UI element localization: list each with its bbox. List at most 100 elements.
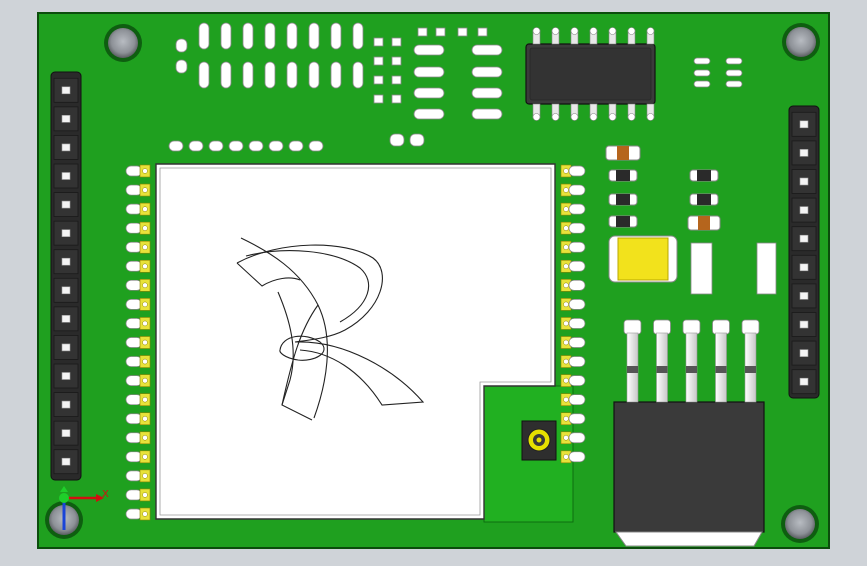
coordinate-triad: X [59, 486, 109, 530]
oval-pad [330, 61, 342, 89]
oval-pad [330, 22, 342, 50]
oval-pad [286, 61, 298, 89]
module-pad [125, 240, 151, 254]
header-pin [53, 192, 79, 217]
pad-pair [389, 133, 425, 147]
module-pad [125, 221, 151, 235]
header-pin [791, 312, 817, 337]
header-pin [53, 277, 79, 303]
module-pad [560, 317, 586, 330]
header-pin [791, 283, 817, 309]
regulator-lead [623, 319, 642, 403]
header-pin [791, 169, 817, 194]
oval-pad [352, 61, 364, 89]
module-pad [560, 183, 586, 197]
module-pad [125, 507, 151, 521]
ufl-connector [521, 420, 557, 461]
header-pin [791, 140, 817, 166]
ic-pin [532, 27, 541, 45]
oval-pad [220, 22, 232, 50]
module-pad [125, 317, 151, 330]
mounting-hole [104, 24, 142, 62]
smd-diode [608, 193, 638, 206]
oval-pad [286, 22, 298, 50]
module-pad [125, 412, 151, 426]
header-pin [791, 226, 817, 252]
axis-x-label: X [102, 489, 109, 500]
pad-row-above-module [168, 140, 324, 152]
module-pad [560, 374, 586, 387]
header-pin [53, 163, 79, 189]
module-pad [560, 221, 586, 235]
header-pin [53, 220, 79, 246]
header-pin [791, 340, 817, 366]
module-pad [560, 202, 586, 216]
header-pin [791, 197, 817, 223]
smd-diode [608, 169, 638, 182]
oval-pad [308, 61, 320, 89]
smd-diode [689, 193, 719, 206]
module-pad [125, 355, 151, 368]
module-pad [125, 336, 151, 349]
regulator-lead [653, 319, 671, 403]
smd-diode [689, 169, 719, 182]
module-pad [125, 259, 151, 273]
smd-pads-right-of-ic [693, 57, 743, 88]
module-pad [125, 393, 151, 406]
soic-14-ic [525, 27, 656, 121]
oval-pad [242, 61, 254, 89]
pad-array-top-left [175, 22, 364, 89]
module-pad [560, 355, 586, 368]
header-pin [53, 335, 79, 360]
regulator-lead [712, 319, 730, 403]
header-pin [53, 420, 79, 446]
large-smd-pads [690, 242, 777, 295]
ic-pin [589, 103, 598, 121]
smd-diode [608, 215, 638, 228]
oval-pad [220, 61, 232, 89]
oval-pad [228, 140, 244, 152]
module-pad [125, 183, 151, 197]
ic-pin [627, 27, 636, 45]
tantalum-capacitor [608, 235, 678, 283]
header-pin [53, 449, 79, 475]
oval-pad [168, 140, 184, 152]
ic-pin [608, 27, 617, 45]
header-pin [791, 369, 817, 395]
header-pin [53, 363, 79, 389]
header-pin [53, 249, 79, 275]
module-pad [560, 431, 586, 445]
module-logo [236, 237, 425, 421]
module-pad [125, 469, 151, 483]
module-pad [560, 450, 586, 464]
module-pad [125, 279, 151, 292]
ic-pin [551, 27, 560, 45]
header-pin [53, 306, 79, 332]
header-pin [791, 254, 817, 280]
resistor [605, 145, 641, 161]
module-pad [560, 412, 586, 426]
oval-pad [308, 22, 320, 50]
module-pad [560, 393, 586, 406]
oval-pad [198, 22, 210, 50]
module-pad [125, 431, 151, 445]
module-pad [125, 164, 151, 178]
oval-pads-center [413, 44, 503, 120]
oval-pad [198, 61, 210, 89]
ic-pin [646, 27, 655, 45]
module-pad [560, 240, 586, 254]
ic-pin [570, 103, 579, 121]
oval-pad [288, 140, 304, 152]
module-pad [125, 298, 151, 311]
oval-pad [242, 22, 254, 50]
ic-pin [532, 103, 541, 121]
ic-pin [589, 27, 598, 45]
header-pin [53, 135, 79, 160]
module-pad [125, 450, 151, 464]
module-pad [125, 374, 151, 387]
module-pad [560, 259, 586, 273]
header-pin [53, 106, 79, 132]
pin-header-left [50, 71, 82, 481]
